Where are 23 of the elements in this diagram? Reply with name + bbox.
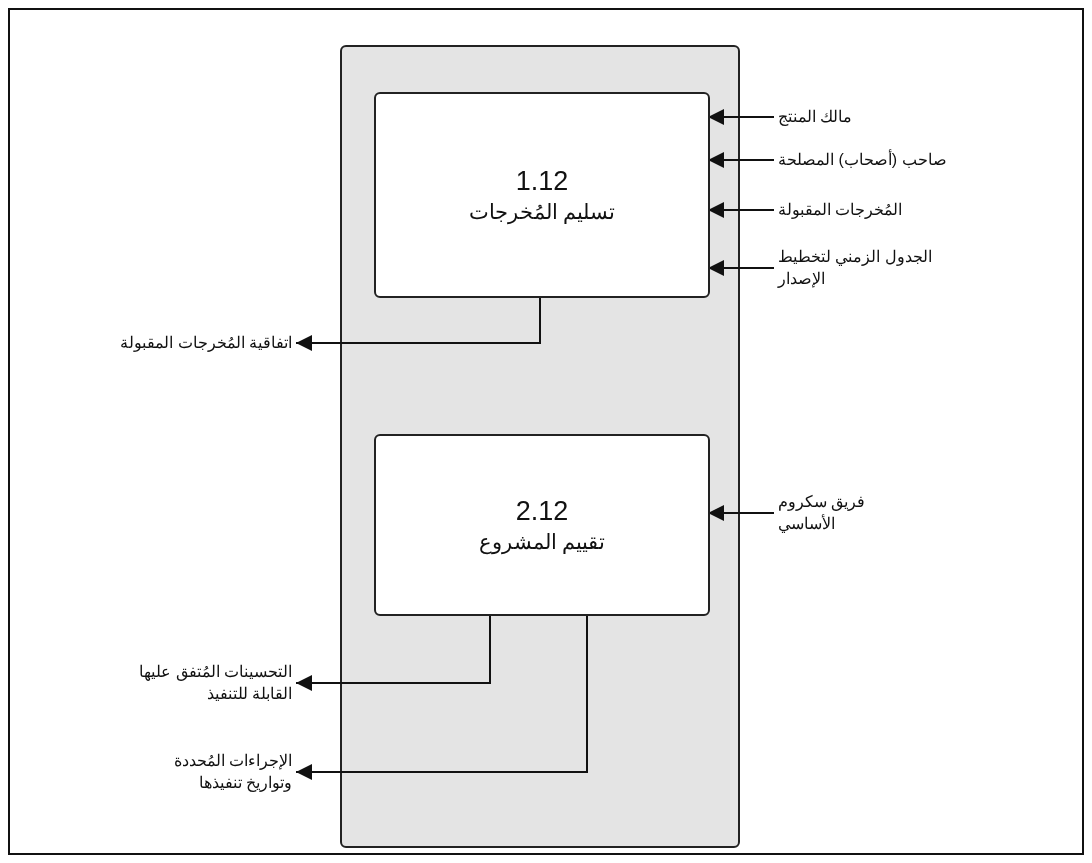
process-number: 1.12: [515, 165, 569, 198]
arrow: [295, 295, 541, 351]
arrow: [295, 613, 491, 691]
output-label: الإجراءات المُحددة وتواريخ تنفيذها: [132, 747, 292, 797]
arrow: [295, 613, 588, 780]
process-box: [374, 434, 710, 616]
output-label: اتفاقية المُخرجات المقبولة: [40, 330, 292, 356]
arrow: [707, 109, 775, 125]
process-box: [374, 92, 710, 298]
arrow: [707, 202, 775, 218]
arrow: [707, 152, 775, 168]
process-title: تسليم المُخرجات: [468, 199, 616, 226]
output-label: التحسينات المُتفق عليها القابلة للتنفيذ: [102, 658, 292, 708]
arrow: [707, 505, 775, 521]
input-label: صاحب (أصحاب) المصلحة: [778, 147, 1058, 173]
input-label: مالك المنتج: [778, 104, 1058, 130]
arrow: [707, 260, 775, 276]
process-number: 2.12: [515, 495, 569, 528]
input-label: المُخرجات المقبولة: [778, 197, 1058, 223]
input-label: فريق سكروم الأساسي: [778, 488, 903, 538]
panel-box: [340, 45, 740, 848]
process-title: تقييم المشروع: [478, 529, 606, 556]
input-label: الجدول الزمني لتخطيط الإصدار: [778, 243, 983, 293]
